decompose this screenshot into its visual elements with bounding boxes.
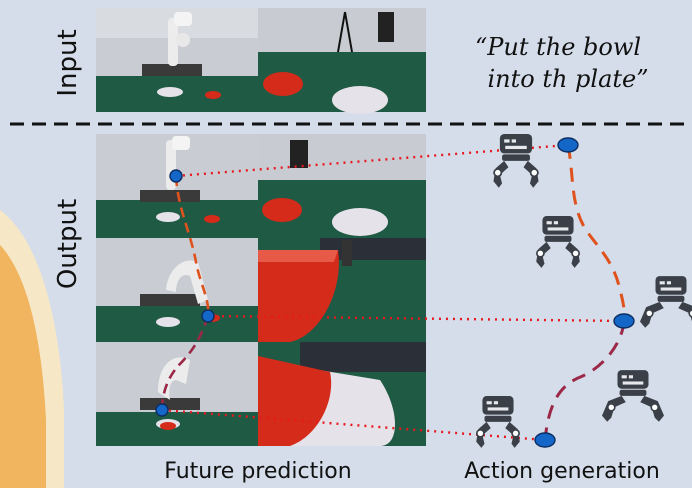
- input-frame-third-person: [96, 8, 258, 112]
- projection-links: [161, 143, 625, 442]
- action-segment-2: [543, 320, 626, 441]
- keypoint-frame-3: [155, 403, 169, 417]
- input-label: Input: [53, 29, 83, 96]
- output-frames: Output: [53, 134, 426, 446]
- future-trajectory: [160, 175, 210, 411]
- action-trajectory: [543, 144, 626, 441]
- instruction-line-2: into th plate”: [487, 65, 648, 93]
- keypoint-action-1: [557, 137, 579, 153]
- input-frame-wrist-camera: [258, 8, 426, 114]
- instruction-line-1: “Put the bowl: [475, 33, 641, 61]
- caption-future-prediction: Future prediction: [164, 459, 351, 484]
- output-frame-2-third-person: [96, 238, 258, 342]
- accent-arcs: [0, 210, 64, 488]
- keypoint-frame-1: [169, 169, 183, 183]
- keypoint-frame-2: [201, 309, 215, 323]
- output-frame-3-wrist: [258, 342, 426, 446]
- trajectory-segment-1: [174, 175, 210, 317]
- caption-action-generation: Action generation: [464, 459, 660, 484]
- output-frame-3-third-person: [96, 342, 258, 446]
- keypoints: [155, 137, 635, 448]
- keypoint-action-2: [613, 313, 635, 329]
- output-frame-2-wrist: [258, 238, 426, 342]
- input-row: Input “Put the bowl into th plate”: [53, 8, 649, 114]
- keypoint-action-3: [534, 432, 556, 448]
- output-frame-1-wrist: [258, 134, 426, 238]
- link-keypoint-1: [175, 143, 569, 178]
- action-segment-1: [566, 144, 626, 322]
- link-keypoint-3: [161, 408, 546, 442]
- output-label: Output: [53, 199, 83, 289]
- trajectory-segment-2: [160, 315, 210, 411]
